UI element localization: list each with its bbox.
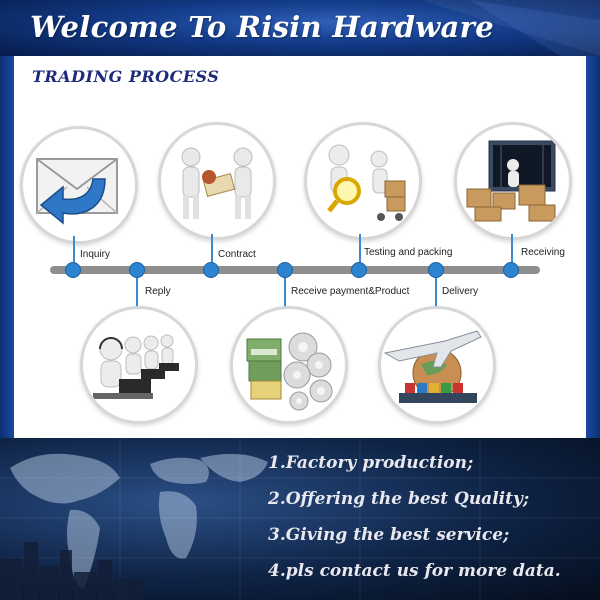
plane-ship-globe-icon <box>383 330 482 403</box>
receiving-connector <box>511 234 513 272</box>
step-label-delivery: Delivery <box>442 286 479 297</box>
benefit-item: 2.Offering the best Quality; <box>268 489 530 509</box>
benefits-panel: 1.Factory production; 2.Offering the bes… <box>0 438 600 600</box>
world-map-background <box>0 438 600 600</box>
benefits-list: 1.Factory production; 2.Offering the bes… <box>268 450 561 594</box>
contract-image <box>158 122 276 240</box>
benefit-item: 3.Giving the best service; <box>268 525 510 545</box>
inquiry-connector <box>73 236 75 272</box>
benefit-item: 1.Factory production; <box>268 453 474 473</box>
payment-image <box>230 306 348 424</box>
frame-right-border <box>586 56 600 438</box>
testing-connector <box>359 234 361 272</box>
inquiry-dot <box>66 263 80 277</box>
money-and-gears-icon <box>246 332 333 411</box>
process-panel: TRADING PROCESS <box>14 56 586 438</box>
inquiry-image <box>20 126 138 244</box>
receiving-image <box>454 122 572 240</box>
reply-dot <box>130 263 144 277</box>
step-label-testing: Testing and packing <box>364 247 453 258</box>
delivery-dot <box>429 263 443 277</box>
delivery-image <box>378 306 496 424</box>
envelope-arrow-icon <box>36 158 118 225</box>
contract-dot <box>204 263 218 277</box>
benefit-item: 4.pls contact us for more data. <box>268 561 561 581</box>
handshake-deal-icon <box>181 147 253 219</box>
testing-dot <box>352 263 366 277</box>
magnifier-inspection-icon <box>327 144 406 221</box>
receiving-dot <box>504 263 518 277</box>
section-title: TRADING PROCESS <box>32 67 220 86</box>
step-label-contract: Contract <box>218 249 256 260</box>
step-label-reply: Reply <box>145 286 171 297</box>
contract-connector <box>211 234 213 272</box>
step-label-receiving: Receiving <box>521 247 565 258</box>
banner-title: Welcome To Risin Hardware <box>30 10 494 44</box>
delivery-connector <box>435 272 437 312</box>
payment-dot <box>278 263 292 277</box>
container-boxes-icon <box>466 140 556 222</box>
frame-left-border <box>0 56 14 438</box>
step-label-receive-payment: Receive payment&Product <box>291 286 410 297</box>
step-label-inquiry: Inquiry <box>80 249 111 260</box>
banner-light-rays <box>420 0 600 56</box>
testing-packing-image <box>304 122 422 240</box>
header-banner: Welcome To Risin Hardware <box>0 0 600 56</box>
process-timeline <box>50 263 540 277</box>
reply-connector <box>136 272 138 312</box>
call-center-operators-icon <box>93 334 179 399</box>
payment-connector <box>284 272 286 312</box>
reply-image <box>80 306 198 424</box>
